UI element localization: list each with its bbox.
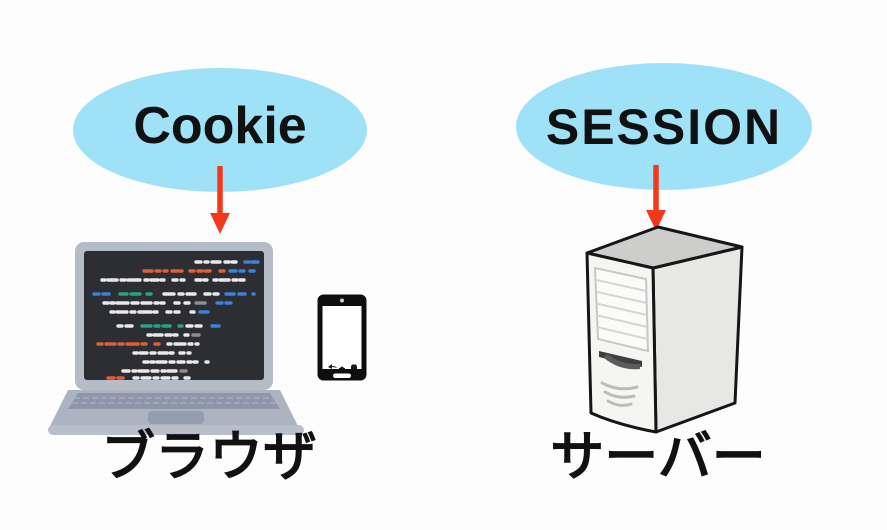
smartphone-icon (317, 294, 367, 381)
phone-home-bar (333, 373, 351, 378)
session-bubble-label: SESSION (545, 98, 783, 155)
laptop-code-icon (48, 242, 304, 435)
code-lines (92, 260, 262, 380)
drive-bay-slats (595, 278, 648, 340)
session-bubble: SESSION (516, 63, 812, 190)
server-caption: サーバー (550, 427, 766, 487)
browser-caption: ブラウザ (101, 427, 317, 487)
server-vents (600, 381, 639, 407)
phone-camera-dot (340, 298, 344, 303)
phone-nav-icons (328, 364, 357, 369)
server-slot (599, 351, 642, 367)
down-arrow-icon (646, 165, 666, 231)
server-tower-icon (585, 225, 744, 434)
down-arrow-icon (210, 166, 230, 234)
cookie-bubble-label: Cookie (133, 97, 307, 155)
